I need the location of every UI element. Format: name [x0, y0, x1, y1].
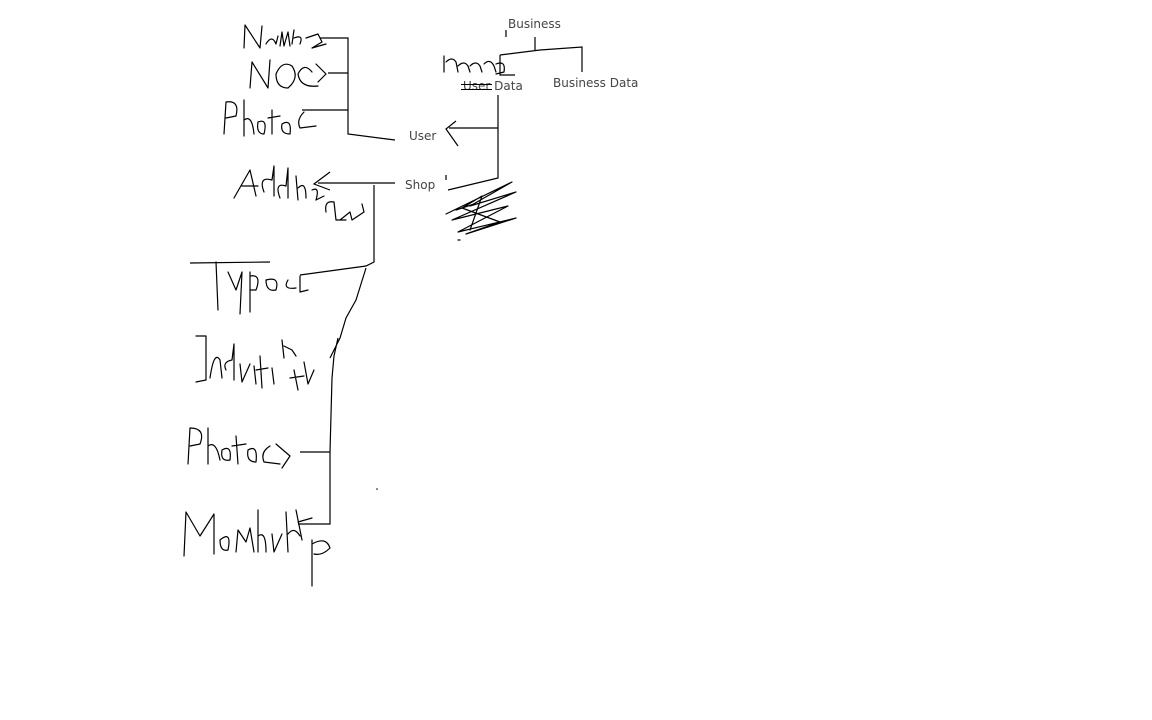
user-data-label: User Data	[461, 79, 523, 93]
business-label: Business	[508, 17, 561, 31]
handwritten-photo-1	[223, 99, 317, 137]
user-label: User	[409, 129, 436, 143]
user-data-struck-word: User	[461, 79, 493, 93]
type-overline	[189, 261, 271, 264]
strike-mark	[461, 84, 493, 90]
handwritten-photo-2	[187, 427, 291, 469]
handwritten-membership	[183, 509, 331, 587]
handwritten-noc	[249, 59, 327, 89]
handwritten-owner	[443, 55, 505, 75]
handwritten-name	[243, 24, 327, 49]
business-label-text: Business	[508, 17, 561, 31]
user-data-rest-text: Data	[490, 79, 523, 93]
handwritten-industry	[195, 335, 315, 391]
connector-owner-userdata	[499, 55, 515, 76]
handwritten-address	[233, 165, 365, 221]
stray-dot	[376, 488, 378, 490]
user-label-text: User	[409, 129, 437, 143]
shop-label-text: Shop	[405, 178, 436, 192]
handwritten-type	[215, 261, 309, 315]
business-data-label: Business Data	[553, 76, 638, 90]
connector-lines	[189, 30, 583, 525]
connector-userdata-spine	[447, 95, 499, 191]
connector-shop-arrow	[312, 171, 395, 191]
shop-label: Shop	[405, 178, 435, 192]
connector-user-bracket	[302, 37, 396, 141]
business-data-label-text: Business Data	[553, 76, 639, 90]
connector-spine-user	[445, 120, 498, 147]
connector-shop-bracket	[298, 185, 375, 525]
shop-scribble-mark	[445, 181, 517, 241]
connector-business-bracket	[499, 37, 583, 72]
